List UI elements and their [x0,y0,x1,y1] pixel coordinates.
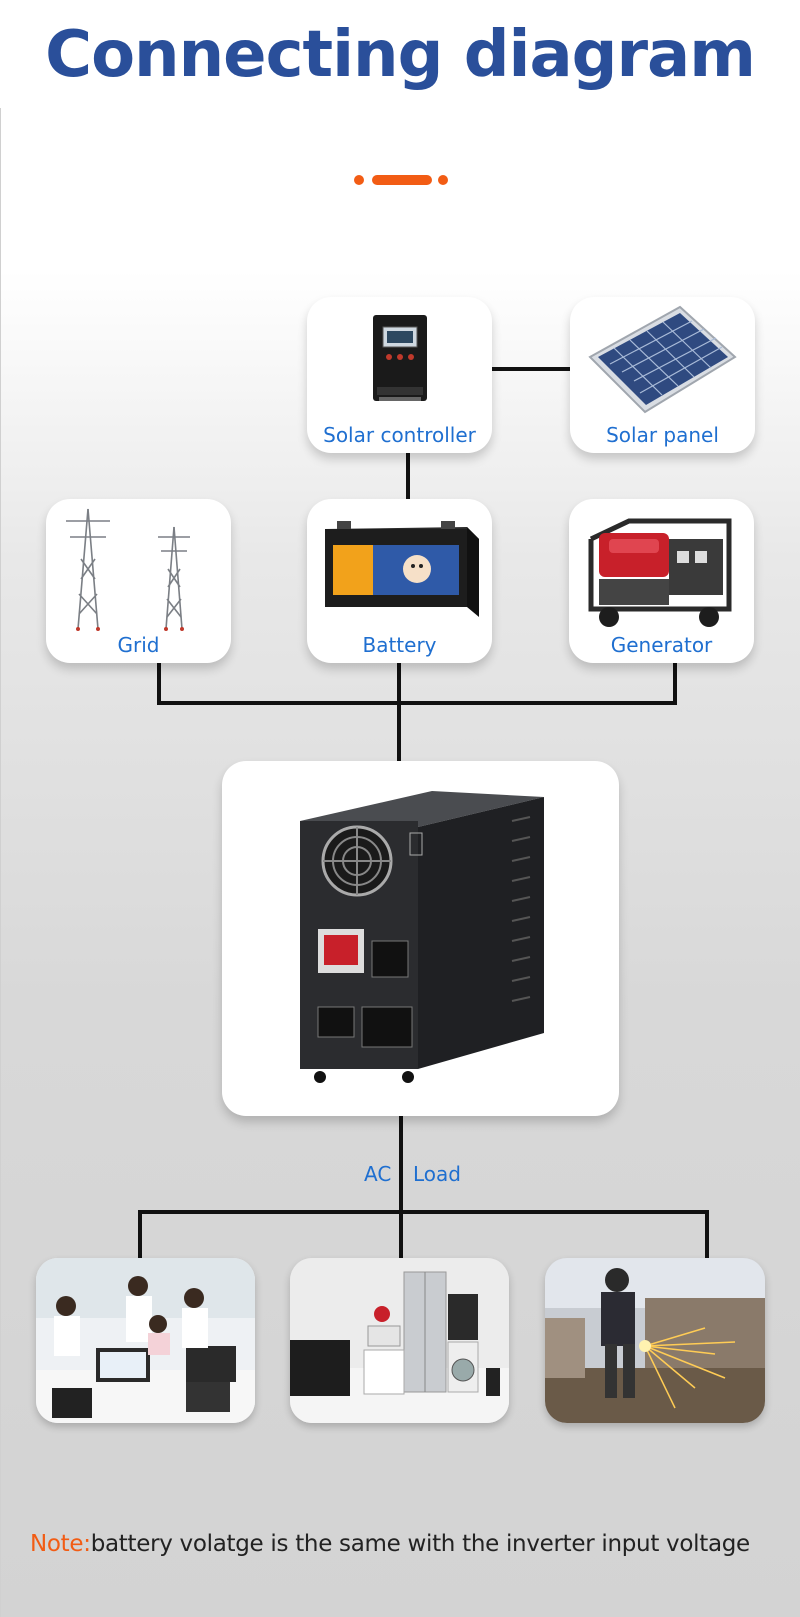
generator-label: Generator [610,633,713,657]
connector-input-bus [157,701,677,705]
page-title: Connecting diagram [45,18,756,92]
note: Note:battery volatge is the same with th… [30,1531,750,1557]
connector-controller-battery [406,453,410,499]
load-label: Load [413,1162,461,1186]
load-welding-card [545,1258,765,1423]
note-prefix: Note: [30,1531,91,1557]
decor-dash-center [372,175,432,185]
decor-dot-right [438,175,448,185]
connector-inverter-output [399,1116,403,1258]
solar-controller-icon [373,315,427,401]
load-appliances-card [290,1258,509,1423]
connector-generator-drop [673,663,677,705]
ac-label: AC [364,1162,392,1186]
solar-controller-label: Solar controller [323,423,476,447]
inverter-card [222,761,619,1116]
office-icon [36,1258,255,1423]
connector-battery-drop [397,663,401,761]
solar-controller-card: Solar controller [307,297,492,453]
note-text: battery volatge is the same with the inv… [90,1531,750,1557]
grid-label: Grid [117,633,160,657]
generator-icon [588,518,732,627]
connector-load-right [705,1210,709,1260]
decor-dot-left [354,175,364,185]
load-office-card [36,1258,255,1423]
solar-panel-label: Solar panel [606,423,719,447]
power-tower-icon [66,508,190,631]
battery-card: Battery [307,499,492,663]
inverter-icon [300,791,544,1083]
solar-panel-icon [588,305,737,414]
appliances-icon [290,1258,509,1423]
connector-controller-panel [492,367,570,371]
battery-label: Battery [362,633,437,657]
battery-icon [325,521,479,617]
connector-load-left [138,1210,142,1260]
solar-panel-card: Solar panel [570,297,755,453]
welding-icon [545,1258,765,1423]
grid-card: Grid [46,499,231,663]
connector-grid-drop [157,663,161,705]
generator-card: Generator [569,499,754,663]
connector-load-bus [138,1210,709,1214]
left-edge-rule [0,108,1,1617]
